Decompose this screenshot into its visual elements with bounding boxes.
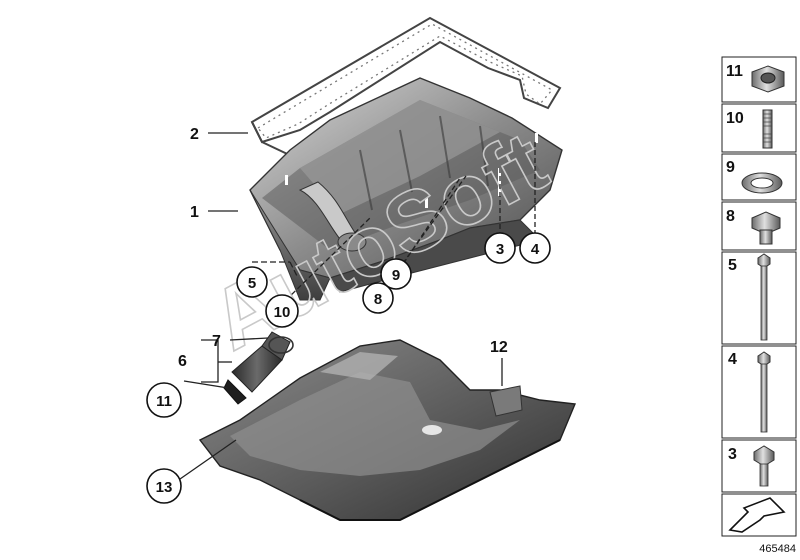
leader-lines	[179, 132, 536, 480]
callout-10: 10	[274, 304, 291, 321]
parts-legend: 11 10 9 8	[721, 56, 797, 555]
short-bolt-icon	[753, 445, 775, 487]
diagram-code: 465484	[759, 543, 796, 555]
legend-item-10: 10	[721, 103, 797, 153]
legend-number-11: 11	[726, 63, 743, 80]
callout-3: 3	[496, 241, 504, 258]
oil-level-sensor	[223, 331, 294, 405]
callout-13: 13	[156, 479, 173, 496]
bolt-icon	[757, 351, 771, 433]
nut-icon	[751, 65, 785, 93]
legend-number-10: 10	[726, 110, 744, 127]
o-ring-icon	[268, 336, 294, 354]
legend-item-5: 5	[721, 251, 797, 345]
navigation-arrow-box[interactable]	[721, 493, 797, 537]
washer-icon	[741, 172, 783, 194]
oil-pan-shield	[198, 339, 577, 521]
callout-12: 12	[490, 339, 508, 356]
callout-1: 1	[190, 204, 199, 221]
callout-9: 9	[392, 267, 400, 284]
callout-7: 7	[212, 333, 221, 350]
legend-item-11: 11	[721, 56, 797, 103]
legend-number-4: 4	[728, 351, 737, 368]
callout-6: 6	[178, 353, 187, 370]
callout-11: 11	[156, 393, 172, 410]
arrow-left-down-icon	[728, 497, 786, 533]
legend-item-9: 9	[721, 153, 797, 201]
callout-5: 5	[248, 275, 256, 292]
callouts: 1 2 3 4 5 6 7 8 9 10 11 12 13	[146, 126, 551, 504]
callout-8: 8	[374, 291, 382, 308]
legend-number-3: 3	[728, 446, 737, 463]
callout-4: 4	[531, 241, 540, 258]
legend-item-3: 3	[721, 439, 797, 493]
legend-item-4: 4	[721, 345, 797, 439]
plug-screw-icon	[751, 211, 781, 245]
stud-icon	[762, 109, 773, 149]
long-bolt-icon	[757, 253, 771, 341]
callout-2: 2	[190, 126, 199, 143]
oil-pan	[249, 77, 563, 301]
legend-number-5: 5	[728, 257, 737, 274]
legend-number-9: 9	[726, 159, 735, 176]
legend-number-8: 8	[726, 208, 735, 225]
legend-item-8: 8	[721, 201, 797, 251]
